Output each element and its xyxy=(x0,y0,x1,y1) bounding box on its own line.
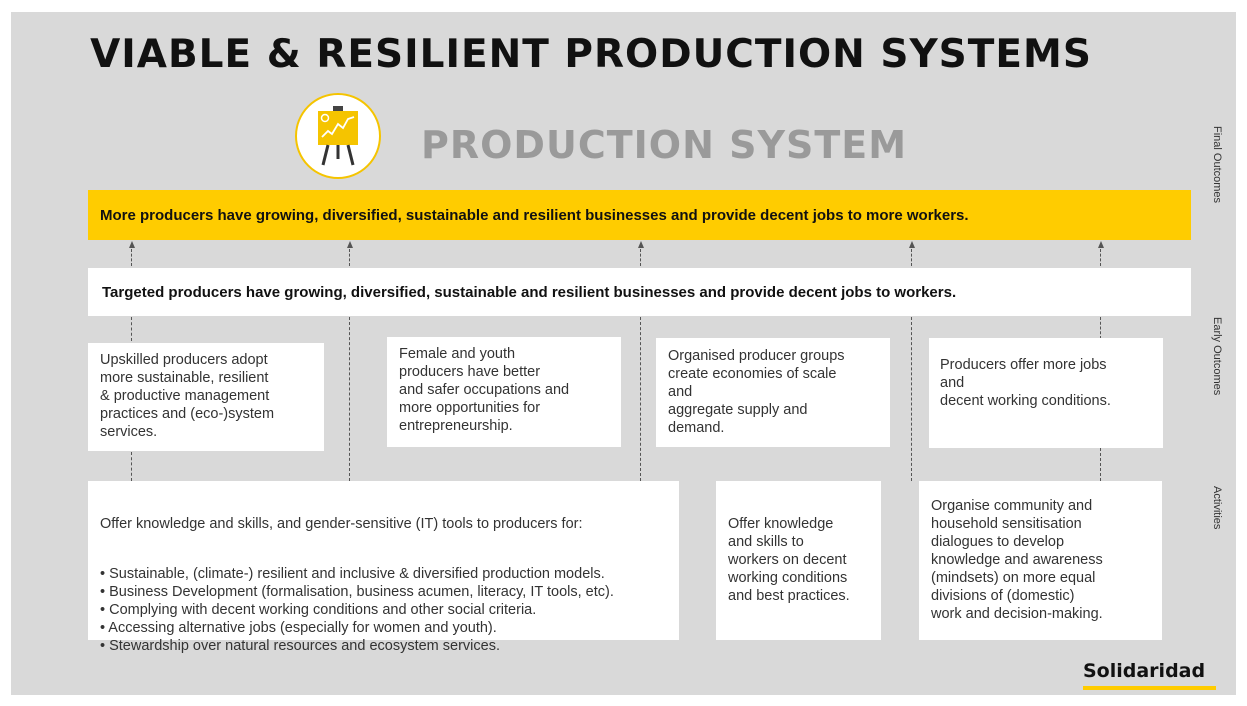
connector-line xyxy=(349,317,350,481)
activity-intro: Offer knowledge and skills, and gender-s… xyxy=(100,516,583,532)
connector-line xyxy=(640,249,641,266)
connector-line xyxy=(911,249,912,266)
solidaridad-logo: Solidaridad xyxy=(1083,660,1206,682)
slide-canvas: VIABLE & RESILIENT PRODUCTION SYSTEMS PR… xyxy=(11,12,1236,695)
early-outcome-card: Upskilled producers adopt more sustainab… xyxy=(88,343,324,451)
connector-line xyxy=(640,317,641,481)
arrow-head xyxy=(1098,241,1104,248)
easel-chart-icon xyxy=(295,93,381,179)
connector-line xyxy=(1100,448,1101,481)
final-outcomes-label: Final Outcomes xyxy=(1211,126,1223,204)
early-outcome-card: Producers offer more jobs and decent wor… xyxy=(929,338,1163,448)
logo-underline xyxy=(1083,686,1216,690)
connector-line xyxy=(911,317,912,481)
early-outcomes-label: Early Outcomes xyxy=(1211,317,1223,396)
connector-line xyxy=(131,249,132,266)
activity-list: • Sustainable, (climate-) resilient and … xyxy=(100,566,614,654)
section-title: PRODUCTION SYSTEM xyxy=(421,123,908,167)
arrow-head xyxy=(909,241,915,248)
activity-card-workers: Offer knowledge and skills to workers on… xyxy=(716,481,881,640)
arrow-head xyxy=(347,241,353,248)
final-outcome-text: More producers have growing, diversified… xyxy=(100,206,969,224)
arrow-head xyxy=(129,241,135,248)
connector-line xyxy=(349,249,350,266)
activity-card-community: Organise community and household sensiti… xyxy=(919,481,1162,640)
activities-label: Activities xyxy=(1211,486,1223,530)
early-outcome-card: Female and youth producers have better a… xyxy=(387,337,621,447)
early-outcome-text: Targeted producers have growing, diversi… xyxy=(102,283,957,301)
early-outcome-card: Organised producer groups create economi… xyxy=(656,338,890,447)
page-title: VIABLE & RESILIENT PRODUCTION SYSTEMS xyxy=(90,32,1092,77)
connector-line xyxy=(1100,317,1101,339)
early-outcome-bar: Targeted producers have growing, diversi… xyxy=(88,268,1191,316)
connector-line xyxy=(1100,249,1101,266)
activity-card-producers: Offer knowledge and skills, and gender-s… xyxy=(88,481,679,654)
arrow-head xyxy=(638,241,644,248)
final-outcome-bar: More producers have growing, diversified… xyxy=(88,190,1191,240)
connector-line xyxy=(131,452,132,481)
connector-line xyxy=(131,317,132,341)
